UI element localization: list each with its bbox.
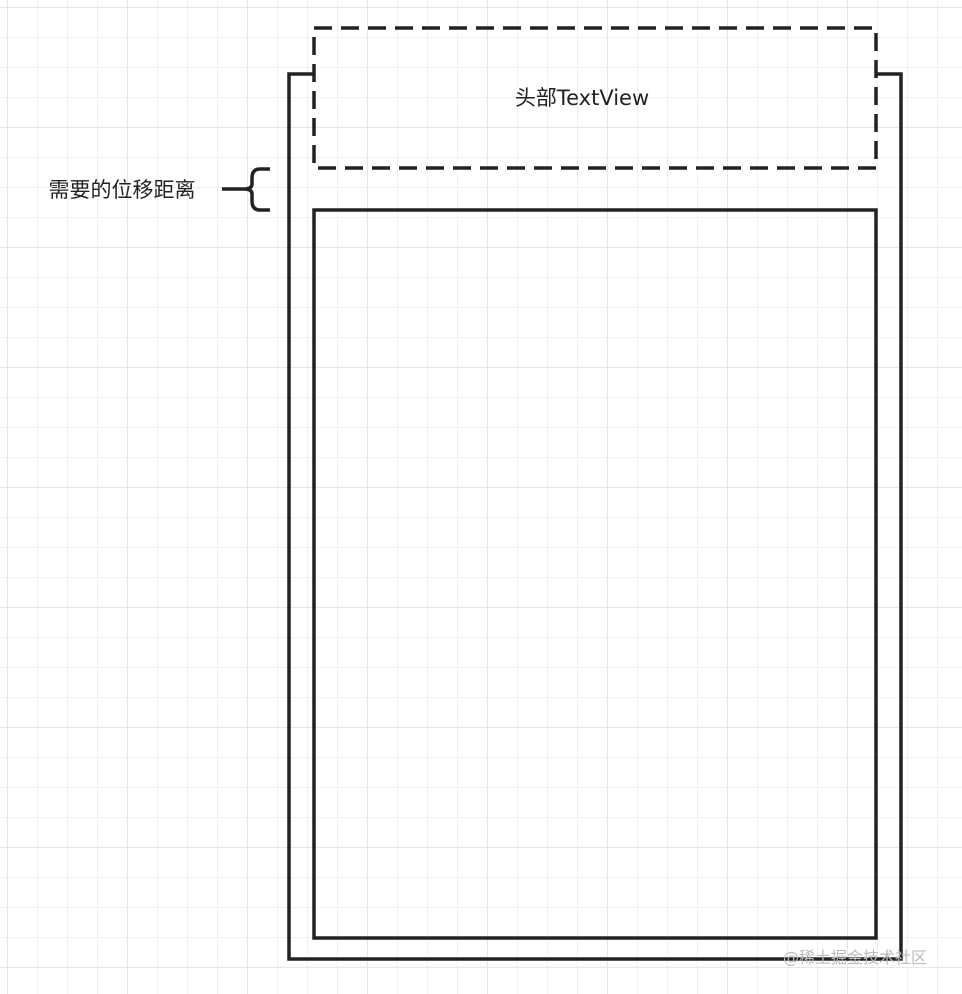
- header-textview-dashed-box: [312, 26, 878, 170]
- header-textview-label: 头部TextView: [515, 86, 649, 110]
- watermark: @稀土掘金技术社区: [783, 948, 927, 967]
- offset-distance-label: 需要的位移距离: [49, 178, 196, 202]
- content-box: [312, 208, 878, 940]
- outer-container: [287, 72, 903, 961]
- offset-brace: [222, 167, 270, 212]
